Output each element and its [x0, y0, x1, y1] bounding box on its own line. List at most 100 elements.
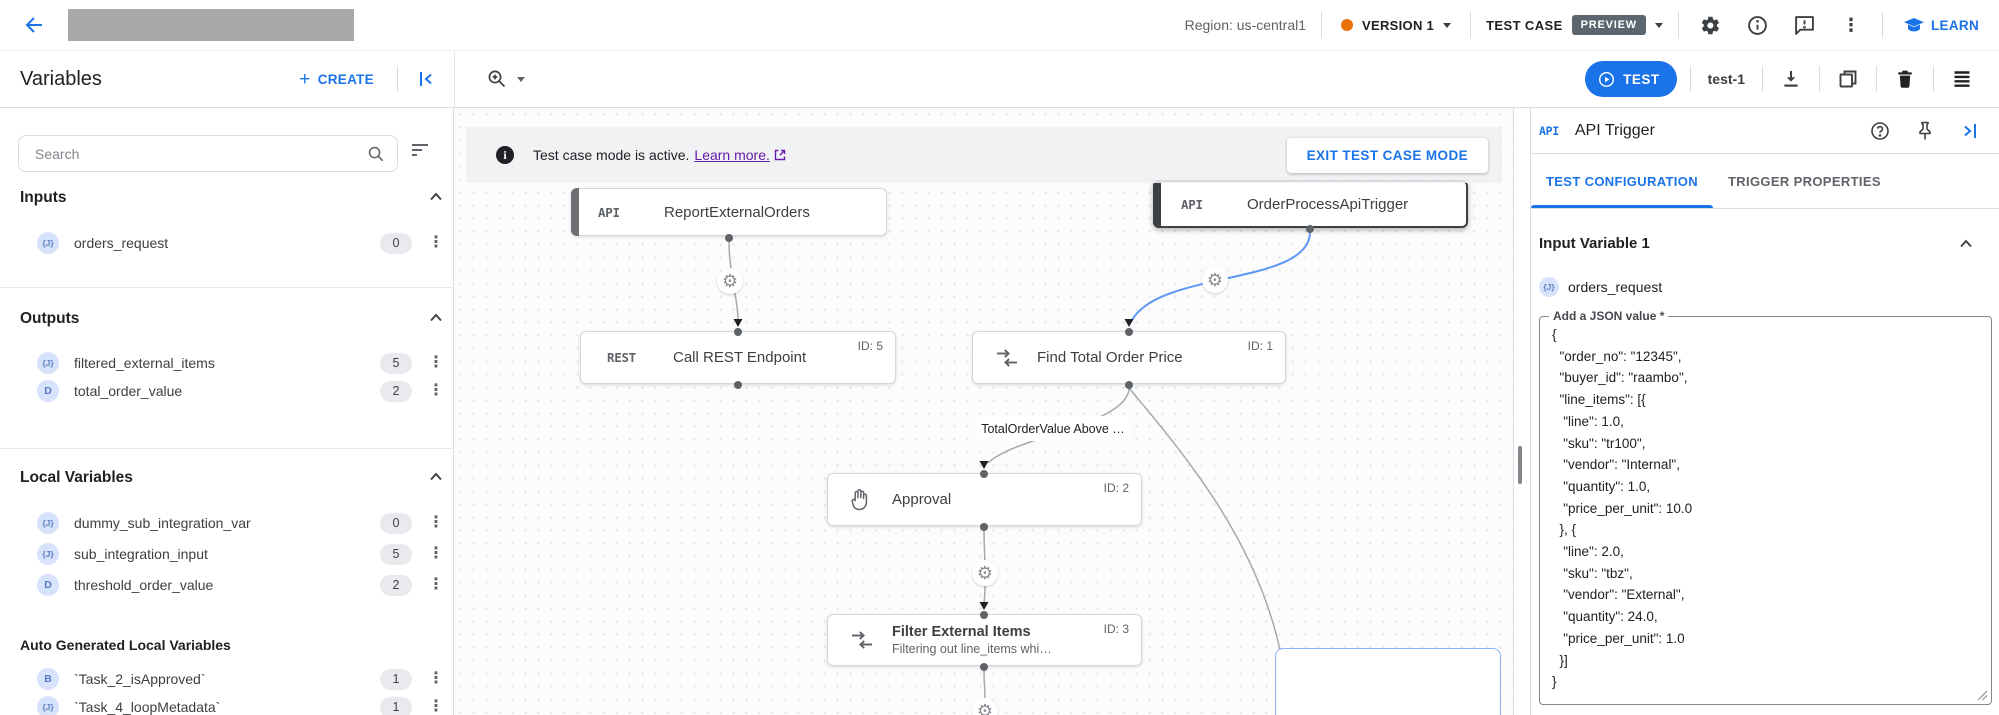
learn-more-link[interactable]: Learn more.	[694, 147, 770, 163]
usage-count-badge: 2	[380, 574, 412, 596]
usage-count-badge: 1	[380, 668, 412, 690]
usage-count-badge: 0	[380, 232, 412, 254]
section-heading-outputs: Outputs	[20, 310, 80, 327]
divider	[1321, 12, 1323, 38]
version-label: VERSION 1	[1362, 17, 1435, 33]
sort-filter-icon[interactable]	[410, 142, 430, 158]
resize-handle-icon[interactable]	[1977, 690, 1988, 701]
info-icon[interactable]	[1741, 9, 1773, 41]
settings-gear-icon[interactable]	[1694, 9, 1726, 41]
node-id-label: ID: 5	[857, 339, 883, 353]
node-approval[interactable]: Approval ID: 2	[827, 473, 1142, 526]
node-order-process-api-trigger[interactable]: API OrderProcessApiTrigger	[1153, 180, 1468, 228]
section-heading-auto-generated: Auto Generated Local Variables	[20, 637, 231, 653]
delete-trash-icon[interactable]	[1890, 64, 1920, 94]
copy-icon[interactable]	[1833, 64, 1863, 94]
search-icon[interactable]	[367, 145, 385, 163]
input-variable-section-header: Input Variable 1	[1539, 235, 1991, 252]
node-title: ReportExternalOrders	[664, 203, 810, 221]
panel-header: API API Trigger	[1531, 108, 1999, 154]
zoom-in-magnifier-icon	[488, 70, 506, 88]
divider	[0, 287, 454, 288]
json-type-icon: {J}	[37, 352, 59, 374]
usage-count-badge: 5	[380, 543, 412, 565]
vertical-scrollbar-thumb[interactable]	[1518, 446, 1522, 484]
variables-sidebar: Inputs {J} orders_request 0 ⋮ Outputs {J…	[0, 108, 454, 715]
workflow-canvas[interactable]: i Test case mode is active.Learn more. E…	[454, 108, 1514, 715]
chevron-up-icon[interactable]	[429, 192, 443, 201]
region-label: Region: us-central1	[1184, 17, 1307, 33]
data-mapping-icon	[850, 630, 878, 650]
test-case-name[interactable]: test-1	[1707, 71, 1745, 87]
learn-button[interactable]: LEARN	[1898, 17, 1985, 33]
node-subtitle: Filtering out line_items whi…	[892, 642, 1052, 656]
redacted-integration-title	[68, 9, 354, 41]
variable-row[interactable]: B `Task_2_isApproved` 1 ⋮	[0, 667, 454, 691]
json-type-icon: {J}	[37, 232, 59, 254]
chevron-up-icon[interactable]	[1959, 239, 1973, 248]
variables-toolbar: Variables + CREATE TEST test-1	[0, 51, 1999, 108]
divider	[1882, 12, 1883, 38]
edge-gear-icon[interactable]: ⚙	[972, 560, 998, 586]
collapse-panel-right-icon[interactable]	[1959, 120, 1981, 142]
feedback-icon[interactable]	[1788, 9, 1820, 41]
variable-name: threshold_order_value	[74, 577, 214, 593]
edge-gear-icon[interactable]: ⚙	[717, 268, 743, 294]
node-find-total-order-price[interactable]: Find Total Order Price ID: 1	[972, 331, 1286, 384]
node-filter-external-items[interactable]: Filter External Items Filtering out line…	[827, 614, 1142, 666]
json-value-input[interactable]: { "order_no": "12345", "buyer_id": "raam…	[1552, 327, 1693, 690]
variable-row[interactable]: {J} orders_request 0 ⋮	[0, 231, 454, 255]
row-kebab-icon[interactable]: ⋮	[428, 382, 444, 399]
divider	[1819, 66, 1820, 92]
test-button[interactable]: TEST	[1585, 61, 1677, 97]
divider	[1876, 66, 1877, 92]
panel-tabs: TEST CONFIGURATION TRIGGER PROPERTIES	[1531, 154, 1999, 209]
test-case-selector[interactable]: TEST CASE PREVIEW	[1486, 15, 1663, 35]
back-arrow-icon[interactable]	[18, 9, 50, 41]
variable-row[interactable]: {J} `Task_4_loopMetadata` 1 ⋮	[0, 695, 454, 715]
variable-row[interactable]: {J} filtered_external_items 5 ⋮	[0, 351, 454, 375]
node-title: OrderProcessApiTrigger	[1247, 195, 1409, 213]
node-report-external-orders[interactable]: API ReportExternalOrders	[571, 188, 887, 236]
edge-gear-icon[interactable]: ⚙	[972, 698, 998, 715]
log-list-icon[interactable]	[1947, 64, 1977, 94]
collapse-panel-icon[interactable]	[417, 70, 435, 88]
canvas-scrollbar-gutter	[1514, 108, 1530, 715]
row-kebab-icon[interactable]: ⋮	[428, 670, 444, 687]
tab-test-configuration[interactable]: TEST CONFIGURATION	[1531, 154, 1713, 208]
more-options-kebab-icon[interactable]: ⋮	[1842, 15, 1860, 35]
download-icon[interactable]	[1776, 64, 1806, 94]
row-kebab-icon[interactable]: ⋮	[428, 514, 444, 531]
usage-count-badge: 1	[380, 696, 412, 715]
version-selector[interactable]: VERSION 1	[1337, 18, 1455, 33]
edge-gear-icon[interactable]: ⚙	[1202, 267, 1228, 293]
approval-hand-icon	[850, 488, 878, 511]
chevron-up-icon[interactable]	[429, 313, 443, 322]
variable-row[interactable]: D threshold_order_value 2 ⋮	[0, 573, 454, 597]
json-value-field: Add a JSON value * { "order_no": "12345"…	[1539, 309, 1992, 705]
row-kebab-icon[interactable]: ⋮	[428, 698, 444, 715]
row-kebab-icon[interactable]: ⋮	[428, 545, 444, 562]
test-button-label: TEST	[1623, 71, 1660, 87]
help-icon[interactable]	[1869, 120, 1891, 142]
selection-region-box[interactable]	[1275, 648, 1501, 715]
exit-test-case-mode-button[interactable]: EXIT TEST CASE MODE	[1286, 137, 1488, 173]
node-id-label: ID: 3	[1103, 622, 1129, 636]
edge-condition-label[interactable]: TotalOrderValue Above …	[977, 416, 1129, 441]
chevron-up-icon[interactable]	[429, 472, 443, 481]
row-kebab-icon[interactable]: ⋮	[428, 354, 444, 371]
node-call-rest-endpoint[interactable]: REST Call REST Endpoint ID: 5	[580, 331, 896, 384]
variable-row[interactable]: D total_order_value 2 ⋮	[0, 379, 454, 403]
create-variable-button[interactable]: + CREATE	[299, 70, 374, 89]
variable-row[interactable]: {J} sub_integration_input 5 ⋮	[0, 542, 454, 566]
tab-trigger-properties[interactable]: TRIGGER PROPERTIES	[1727, 173, 1881, 189]
variable-row[interactable]: {J} dummy_sub_integration_var 0 ⋮	[0, 511, 454, 535]
search-input[interactable]	[35, 145, 367, 162]
zoom-control[interactable]	[487, 69, 525, 89]
row-kebab-icon[interactable]: ⋮	[428, 234, 444, 251]
divider	[1762, 66, 1763, 92]
test-case-label: TEST CASE	[1486, 17, 1563, 33]
row-kebab-icon[interactable]: ⋮	[428, 576, 444, 593]
pin-icon[interactable]	[1914, 120, 1936, 142]
node-id-label: ID: 2	[1103, 481, 1129, 495]
